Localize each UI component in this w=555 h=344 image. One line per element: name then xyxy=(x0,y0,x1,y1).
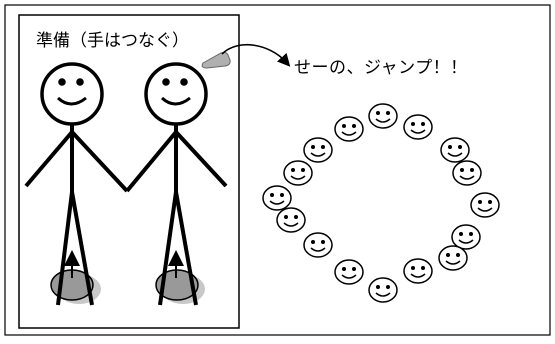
smiley-face xyxy=(438,245,468,271)
circle-of-smiley-faces xyxy=(262,103,500,303)
smile xyxy=(56,96,87,106)
head xyxy=(40,62,104,126)
jump-label: せーの、ジャンプ！！ xyxy=(294,58,468,78)
smiley-face xyxy=(334,259,364,285)
right-arm xyxy=(70,130,129,193)
smiley-face xyxy=(368,103,398,129)
left-eye xyxy=(162,78,170,86)
left-arm xyxy=(24,130,74,188)
head xyxy=(144,62,208,126)
smiley-face xyxy=(368,277,398,303)
right-arm xyxy=(174,130,228,188)
left-leg xyxy=(158,191,178,306)
smiley-face xyxy=(403,114,433,140)
stick-figure-left xyxy=(24,62,129,306)
right-eye xyxy=(76,78,84,86)
smiley-face xyxy=(303,137,333,163)
smiley-face xyxy=(303,232,333,258)
callout-arrow xyxy=(201,44,291,69)
left-leg xyxy=(56,191,74,306)
smiley-face xyxy=(470,192,500,218)
smiley-face xyxy=(440,137,470,163)
smiley-face xyxy=(276,207,306,233)
preparation-box xyxy=(18,14,240,329)
smiley-face xyxy=(334,116,364,142)
preparation-label: 準備（手はつなぐ） xyxy=(36,31,189,51)
smiley-face xyxy=(451,224,481,250)
curved-arrow xyxy=(221,44,291,67)
smiley-face xyxy=(452,160,482,186)
smiley-face xyxy=(262,185,292,211)
smiley-face xyxy=(403,258,433,284)
right-leg xyxy=(174,191,198,306)
outer-frame xyxy=(4,4,551,336)
callout-bubble xyxy=(201,51,231,69)
smiley-face xyxy=(283,160,313,186)
left-arm xyxy=(125,130,178,193)
smile xyxy=(160,96,191,106)
right-eye xyxy=(180,78,188,86)
left-eye xyxy=(58,78,66,86)
right-leg xyxy=(70,191,94,306)
stick-figure-right xyxy=(125,62,228,306)
